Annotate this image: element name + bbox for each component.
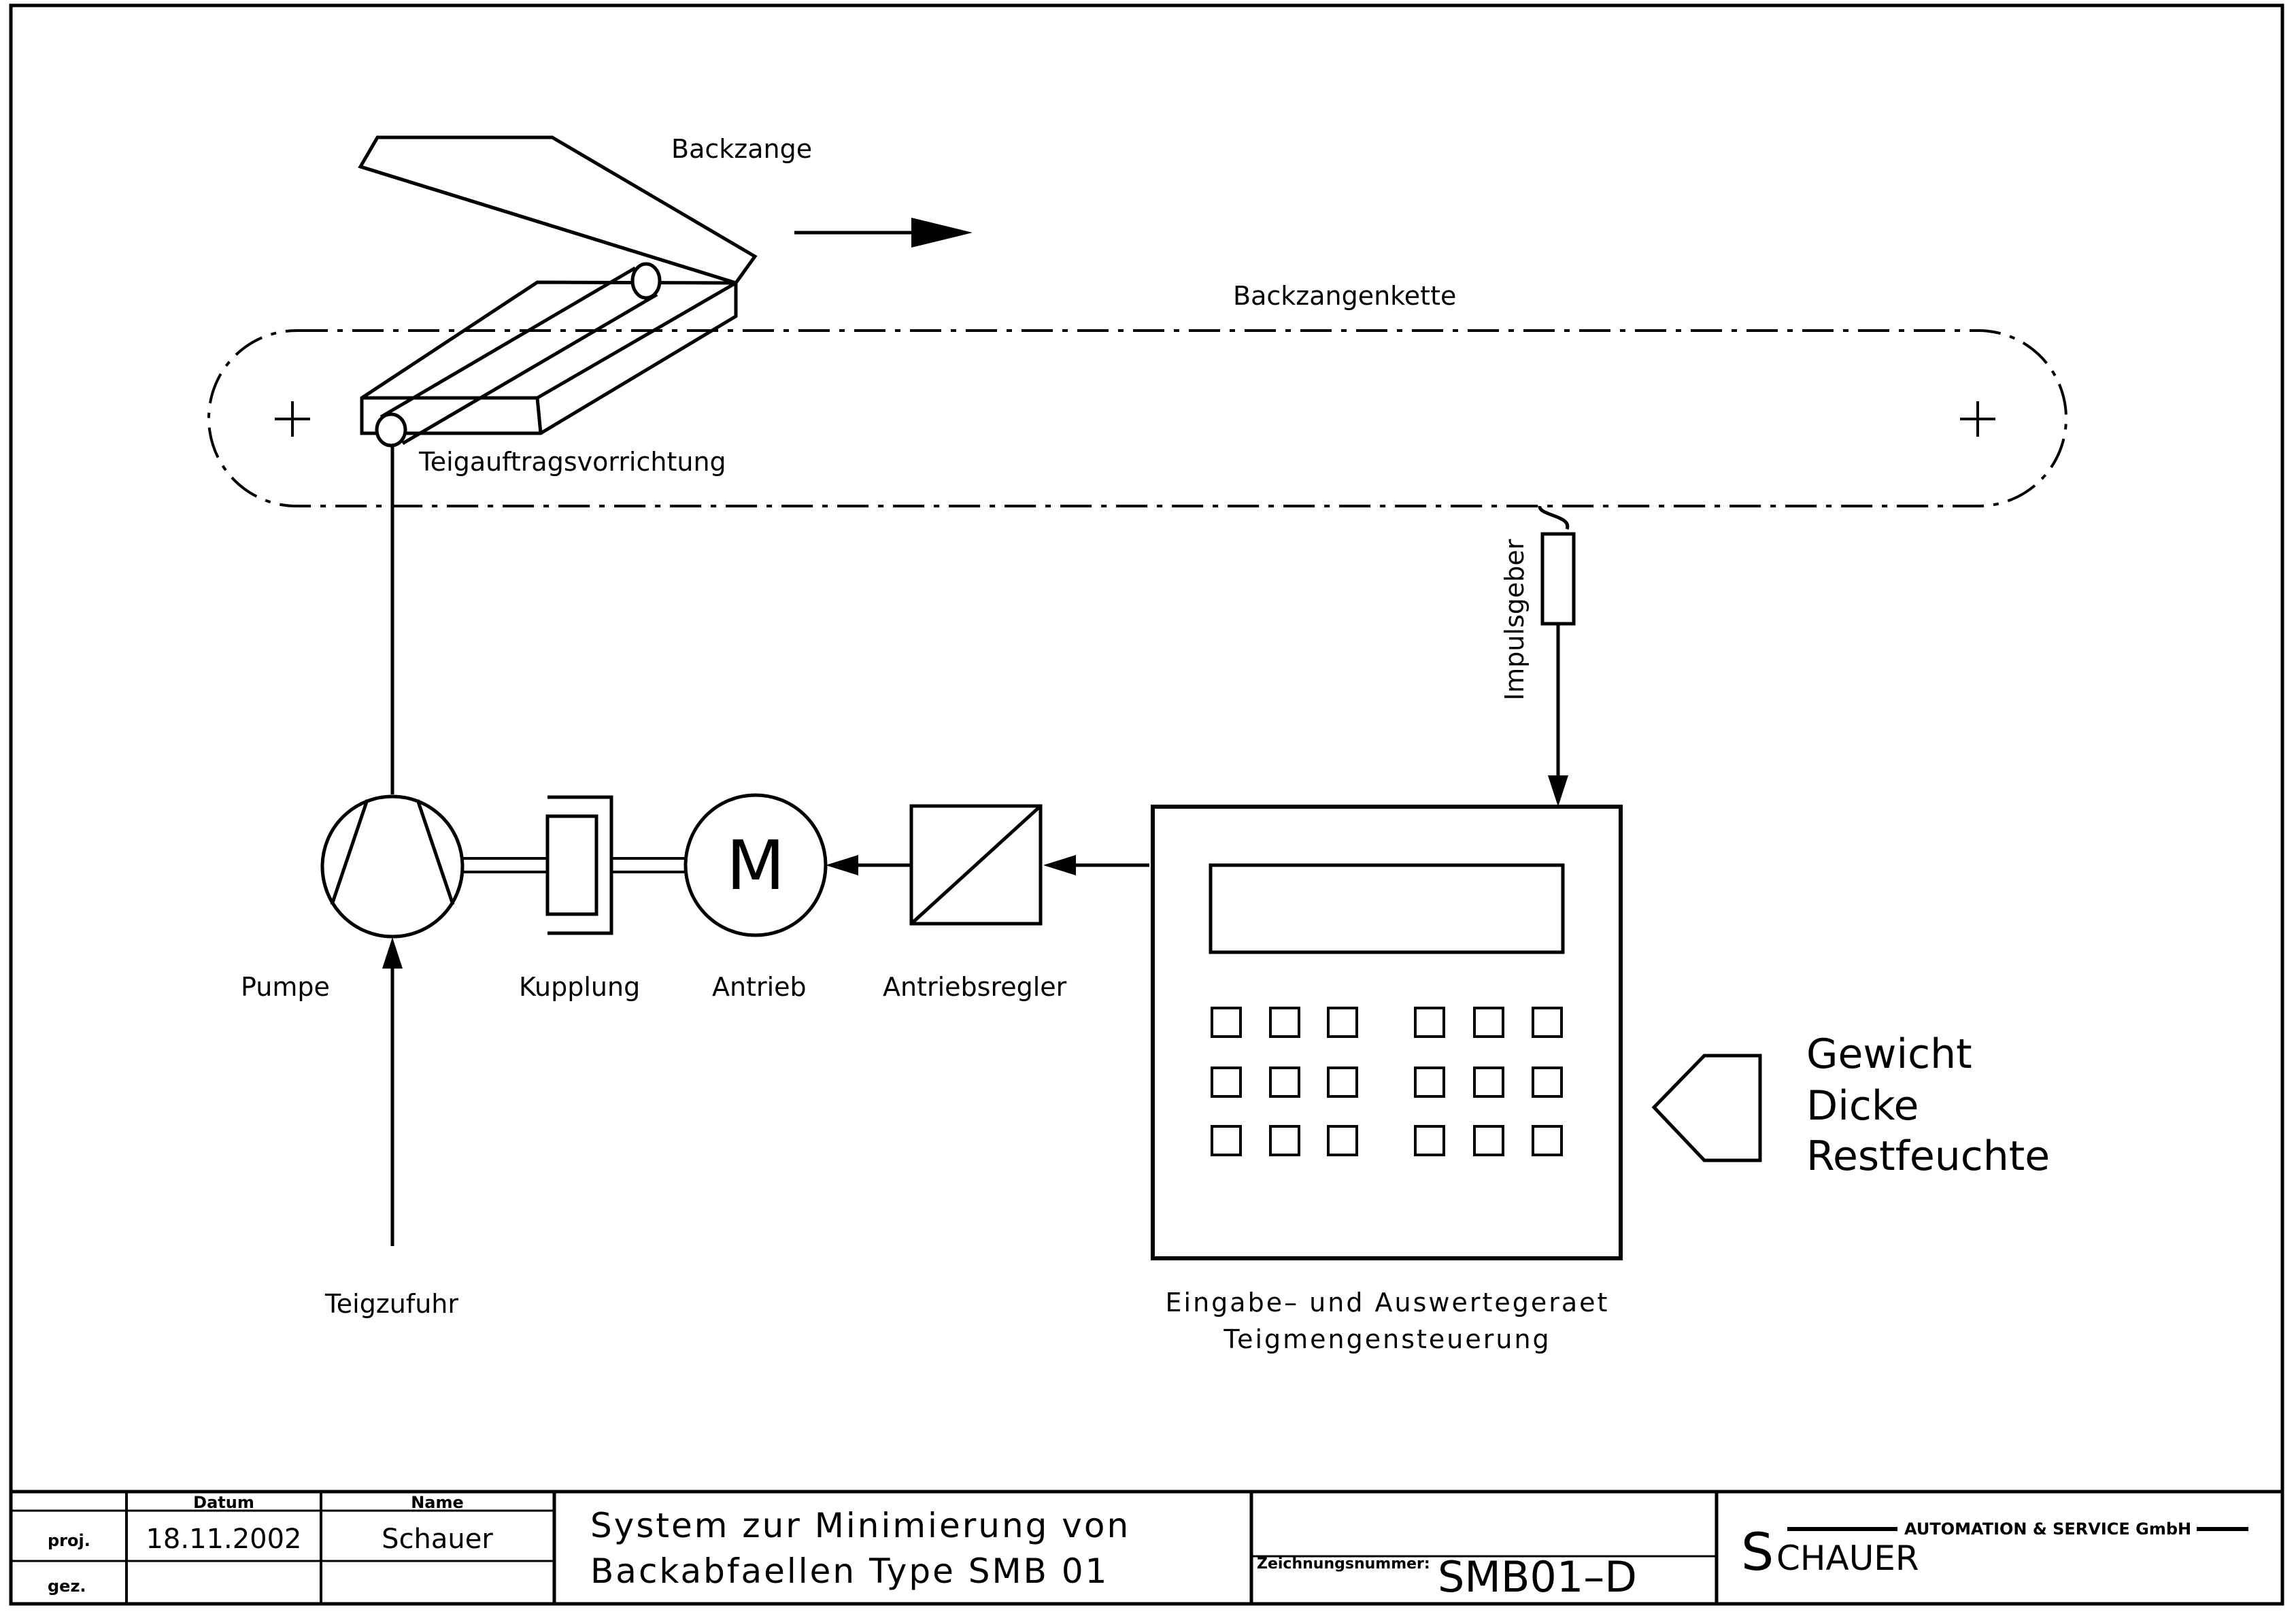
shaft-pump-coupling	[462, 857, 546, 873]
device-keypad	[1211, 1007, 1563, 1156]
label-pumpe: Pumpe	[241, 972, 330, 1002]
antrieb-motor: M	[683, 793, 828, 937]
label-teigzufuhr: Teigzufuhr	[324, 1289, 458, 1319]
tb-header-datum: Datum	[193, 1493, 254, 1512]
tb-drawing-number-label: Zeichnungsnummer:	[1257, 1556, 1430, 1573]
label-device-line1: Eingabe– und Auswertegeraet	[1166, 1288, 1610, 1317]
tb-proj-name: Schauer	[382, 1524, 493, 1555]
impulsgeber-sensor	[1538, 505, 1576, 807]
label-backzange: Backzange	[671, 134, 812, 164]
tb-row-gez: gez.	[48, 1577, 86, 1596]
tb-proj-datum: 18.11.2002	[146, 1524, 301, 1555]
antriebsregler-block	[909, 804, 1043, 926]
tb-header-name: Name	[411, 1493, 464, 1512]
label-input-dicke: Dicke	[1806, 1082, 1919, 1130]
backzange-shape	[358, 135, 758, 435]
tb-drawing-number: SMB01–D	[1438, 1552, 1637, 1602]
teigauftrag-roller	[375, 262, 662, 448]
label-backzangenkette: Backzangenkette	[1233, 281, 1456, 311]
chain-sprocket-left	[275, 401, 310, 437]
input-hollow-arrow	[1651, 1054, 1762, 1162]
tb-title-line2: Backabfaellen Type SMB 01	[590, 1551, 1109, 1591]
chain-sprocket-right	[1960, 401, 1995, 437]
label-input-gewicht: Gewicht	[1806, 1030, 1972, 1078]
title-block	[11, 1490, 2282, 1604]
device-display	[1209, 863, 1565, 954]
eingabegeraet-device	[1151, 805, 1623, 1260]
drawing-frame	[9, 3, 2284, 1606]
label-device-line2: Teigmengensteuerung	[1223, 1324, 1551, 1354]
label-input-restfeuchte: Restfeuchte	[1806, 1132, 2050, 1180]
shaft-coupling-motor	[611, 857, 686, 873]
kupplung-symbol	[545, 795, 613, 935]
motor-symbol: M	[726, 826, 785, 905]
company-logo-name: CHAUER	[1776, 1539, 1919, 1578]
input-arrow	[1655, 1053, 1761, 1163]
pumpe-symbol	[320, 794, 465, 939]
company-logo: S CHAUER AUTOMATION & SERVICE GmbH	[1741, 1519, 2248, 1582]
company-tagline: AUTOMATION & SERVICE GmbH	[1904, 1519, 2191, 1539]
company-logo-initial: S	[1741, 1522, 1774, 1582]
label-antrieb: Antrieb	[712, 972, 807, 1002]
backzangenkette-loop	[207, 329, 2067, 507]
arrow-regler-to-motor	[826, 855, 910, 875]
label-antriebsregler: Antriebsregler	[883, 972, 1067, 1002]
motion-arrow	[794, 218, 973, 248]
label-teigauftragsvorrichtung: Teigauftragsvorrichtung	[418, 447, 726, 477]
label-kupplung: Kupplung	[519, 972, 640, 1002]
tb-title-line1: System zur Minimierung von	[590, 1506, 1130, 1545]
label-impulsgeber: Impulsgeber	[1500, 539, 1530, 701]
teigzufuhr-arrow	[382, 937, 403, 1246]
tb-row-proj: proj.	[48, 1531, 90, 1550]
arrow-device-to-regler	[1043, 855, 1149, 875]
